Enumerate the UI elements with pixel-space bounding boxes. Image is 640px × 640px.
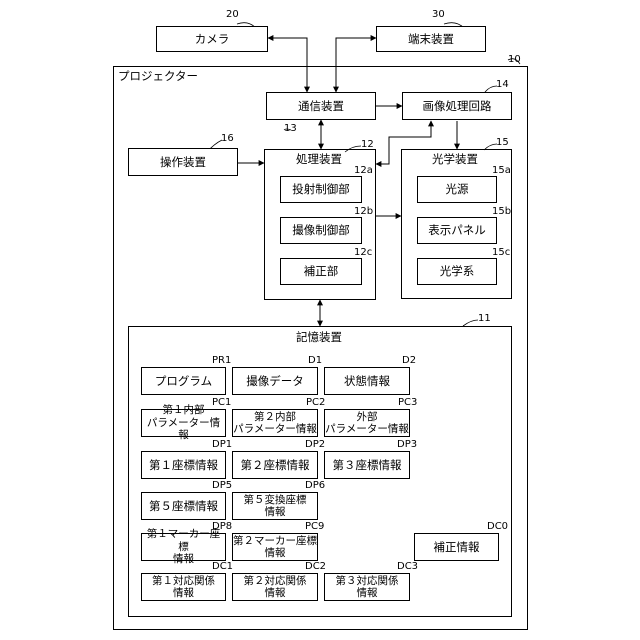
display-panel-label: 表示パネル — [428, 224, 486, 237]
operation-label: 操作装置 — [160, 156, 206, 169]
coord-info-3-ref: DP3 — [397, 439, 417, 450]
light-source-label: 光源 — [446, 183, 469, 196]
external-param-ref: PC3 — [398, 397, 417, 408]
imaging-ctrl-label: 撮像制御部 — [292, 224, 350, 237]
correction-info-box: 補正情報 — [414, 533, 499, 561]
coord-info-3-label: 第３座標情報 — [333, 459, 402, 472]
operation-ref: 16 — [221, 133, 234, 144]
storage-ref: 11 — [478, 313, 491, 324]
program-label: プログラム — [155, 375, 212, 388]
correspondence-3-ref: DC3 — [397, 561, 418, 572]
coord-info-5-ref: DP5 — [212, 480, 232, 491]
correspondence-3-label: 第３対応関係 情報 — [336, 575, 399, 600]
transformed-coord-5-ref: DP6 — [305, 480, 325, 491]
projection-ctrl-label: 投射制御部 — [292, 183, 350, 196]
imaging-data-label: 撮像データ — [246, 375, 304, 388]
light-source-box: 光源 — [417, 176, 497, 203]
correction-unit-ref: 12c — [354, 247, 372, 258]
correction-info-ref: DC0 — [487, 521, 508, 532]
internal-param-1-ref: PC1 — [212, 397, 231, 408]
image-proc-ref: 14 — [496, 79, 509, 90]
optical-system-box: 光学系 — [417, 258, 497, 285]
state-info-ref: D2 — [402, 355, 416, 366]
correspondence-1-label: 第１対応関係 情報 — [152, 575, 215, 600]
coord-info-1-box: 第１座標情報 — [141, 451, 226, 479]
optical-system-label: 光学系 — [440, 265, 475, 278]
comm-ref: 13 — [284, 123, 297, 134]
processing-ref: 12 — [361, 139, 374, 150]
internal-param-2-ref: PC2 — [306, 397, 325, 408]
correspondence-2-ref: DC2 — [305, 561, 326, 572]
comm-label: 通信装置 — [298, 100, 344, 113]
correction-unit-label: 補正部 — [304, 265, 339, 278]
image-proc-label: 画像処理回路 — [423, 100, 492, 113]
internal-param-2-box: 第２内部 パラメーター情報 — [232, 409, 318, 437]
projection-ctrl-box: 投射制御部 — [280, 176, 362, 203]
program-box: プログラム — [141, 367, 226, 395]
optical-label: 光学装置 — [432, 153, 478, 166]
terminal-ref: 30 — [432, 9, 445, 20]
marker-coord-1-box: 第１マーカー座標 情報 — [141, 533, 226, 561]
internal-param-1-label: 第１内部 パラメーター情報 — [142, 404, 225, 442]
transformed-coord-5-label: 第５変換座標 情報 — [244, 494, 307, 519]
coord-info-3-box: 第３座標情報 — [324, 451, 410, 479]
terminal-label: 端末装置 — [408, 33, 454, 46]
program-ref: PR1 — [212, 355, 231, 366]
marker-coord-2-label: 第２マーカー座標 情報 — [233, 535, 317, 560]
coord-info-5-label: 第５座標情報 — [149, 500, 218, 513]
imaging-data-ref: D1 — [308, 355, 322, 366]
state-info-box: 状態情報 — [324, 367, 410, 395]
coord-info-5-box: 第５座標情報 — [141, 492, 226, 520]
image-proc-box: 画像処理回路 — [402, 92, 512, 120]
processing-label: 処理装置 — [296, 153, 342, 166]
coord-info-2-box: 第２座標情報 — [232, 451, 318, 479]
correspondence-1-box: 第１対応関係 情報 — [141, 573, 226, 601]
coord-info-1-label: 第１座標情報 — [149, 459, 218, 472]
display-panel-box: 表示パネル — [417, 217, 497, 244]
imaging-ctrl-ref: 12b — [354, 206, 373, 217]
camera-box: カメラ — [156, 26, 268, 52]
transformed-coord-5-box: 第５変換座標 情報 — [232, 492, 318, 520]
camera-label: カメラ — [195, 33, 230, 46]
terminal-box: 端末装置 — [376, 26, 486, 52]
correction-info-label: 補正情報 — [434, 541, 480, 554]
projection-ctrl-ref: 12a — [354, 165, 373, 176]
comm-box: 通信装置 — [266, 92, 376, 120]
correspondence-3-box: 第３対応関係 情報 — [324, 573, 410, 601]
camera-ref: 20 — [226, 9, 239, 20]
correction-unit-box: 補正部 — [280, 258, 362, 285]
imaging-data-box: 撮像データ — [232, 367, 318, 395]
projector-ref: 10 — [508, 54, 521, 65]
optical-ref: 15 — [496, 137, 509, 148]
internal-param-1-box: 第１内部 パラメーター情報 — [141, 409, 226, 437]
coord-info-2-ref: DP2 — [305, 439, 325, 450]
optical-system-ref: 15c — [492, 247, 510, 258]
projector-label: プロジェクター — [118, 70, 198, 83]
external-param-box: 外部 パラメーター情報 — [324, 409, 410, 437]
coord-info-2-label: 第２座標情報 — [241, 459, 310, 472]
correspondence-2-box: 第２対応関係 情報 — [232, 573, 318, 601]
marker-coord-2-ref: PC9 — [305, 521, 324, 532]
light-source-ref: 15a — [492, 165, 511, 176]
internal-param-2-label: 第２内部 パラメーター情報 — [233, 411, 317, 436]
coord-info-1-ref: DP1 — [212, 439, 232, 450]
correspondence-1-ref: DC1 — [212, 561, 233, 572]
storage-label: 記憶装置 — [296, 331, 342, 344]
correspondence-2-label: 第２対応関係 情報 — [244, 575, 307, 600]
display-panel-ref: 15b — [492, 206, 511, 217]
operation-box: 操作装置 — [128, 148, 238, 176]
imaging-ctrl-box: 撮像制御部 — [280, 217, 362, 244]
marker-coord-1-ref: DP8 — [212, 521, 232, 532]
state-info-label: 状態情報 — [344, 375, 390, 388]
marker-coord-2-box: 第２マーカー座標 情報 — [232, 533, 318, 561]
external-param-label: 外部 パラメーター情報 — [325, 411, 409, 436]
